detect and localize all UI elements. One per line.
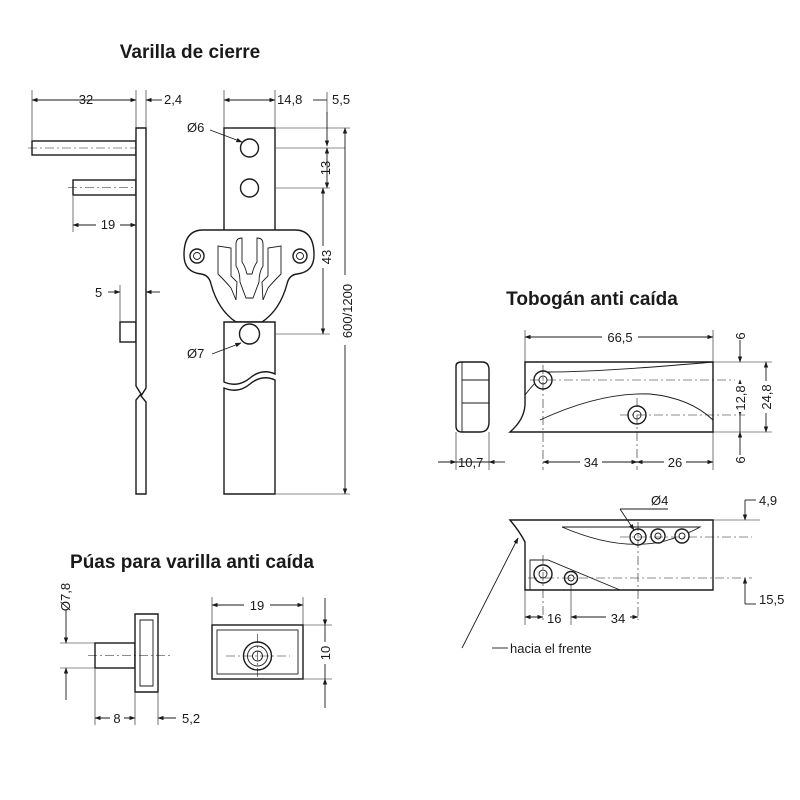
hole-d6-top bbox=[239, 138, 260, 158]
dim-5-2: 5,2 bbox=[182, 711, 200, 726]
varilla-front-view bbox=[183, 127, 315, 495]
tobogan-side-dims: 66,5 6 12,8 6 24,8 10,7 34 26 bbox=[438, 328, 774, 470]
tobogan-end-cap bbox=[455, 361, 490, 433]
hole-d6-second bbox=[239, 178, 260, 198]
dim-15-5: 15,5 bbox=[759, 592, 784, 607]
dim-4-9: 4,9 bbox=[759, 493, 777, 508]
dim-24-8: 24,8 bbox=[759, 384, 774, 409]
hole-right bbox=[674, 528, 690, 544]
dim-16: 16 bbox=[547, 611, 561, 626]
bracket bbox=[183, 229, 315, 323]
dim-34-top: 34 bbox=[584, 455, 598, 470]
dim-34-bottom: 34 bbox=[611, 611, 625, 626]
puas-head bbox=[134, 613, 159, 693]
puas-front-view bbox=[211, 624, 304, 680]
lower-bar bbox=[223, 377, 276, 495]
dim-d7-8: Ø7,8 bbox=[58, 583, 73, 611]
slot-center bbox=[235, 237, 264, 299]
dim-d7: Ø7 bbox=[187, 346, 204, 361]
side-view-dims: 32 2,4 19 5 bbox=[31, 90, 182, 322]
dim-5: 5 bbox=[95, 285, 102, 300]
note-hacia-el-frente: hacia el frente bbox=[510, 641, 592, 656]
front-view-dims: 14,8 5,5 Ø6 Ø7 13 43 600/1200 bbox=[187, 90, 355, 495]
tobogan-bottom-view bbox=[508, 519, 752, 620]
middle-bar bbox=[223, 321, 276, 385]
bracket-hole-left bbox=[189, 248, 205, 264]
title-tobogan: Tobogán anti caída bbox=[506, 289, 678, 310]
dim-2-4: 2,4 bbox=[164, 92, 182, 107]
dim-13: 13 bbox=[318, 161, 333, 175]
dim-8: 8 bbox=[113, 711, 120, 726]
dim-10-7: 10,7 bbox=[458, 455, 483, 470]
slot-left bbox=[217, 245, 238, 301]
tobogan-bottom-dims: Ø4 4,9 15,5 16 34 hacia el frente bbox=[461, 493, 784, 656]
dim-6-bottom: 6 bbox=[733, 456, 748, 463]
dim-26: 26 bbox=[668, 455, 682, 470]
dim-6-top: 6 bbox=[733, 332, 748, 339]
dim-d6: Ø6 bbox=[187, 120, 204, 135]
varilla-side-view bbox=[28, 127, 147, 495]
slide-ramp-lower bbox=[529, 559, 621, 591]
dim-43: 43 bbox=[319, 250, 334, 264]
end-cap bbox=[455, 361, 490, 433]
dim-12-8: 12,8 bbox=[733, 385, 748, 410]
puas-side-view bbox=[88, 613, 170, 693]
dim-32: 32 bbox=[79, 92, 93, 107]
dim-600-1200: 600/1200 bbox=[340, 284, 355, 338]
dim-5-5: 5,5 bbox=[332, 92, 350, 107]
dim-puas-19: 19 bbox=[250, 598, 264, 613]
hole-mid bbox=[650, 528, 666, 544]
puas-front-dims: 19 10 bbox=[211, 596, 333, 708]
slide-ramp-upper bbox=[561, 526, 702, 545]
dim-66-5: 66,5 bbox=[607, 330, 632, 345]
puas-side-dims: Ø7,8 8 5,2 bbox=[58, 583, 200, 726]
side-plate bbox=[135, 127, 147, 495]
slide-ramp-bottom bbox=[539, 393, 714, 421]
dim-d4: Ø4 bbox=[651, 493, 668, 508]
slot-right bbox=[261, 245, 282, 301]
bracket-hole-right bbox=[292, 248, 308, 264]
dim-19: 19 bbox=[101, 217, 115, 232]
dim-10: 10 bbox=[318, 646, 333, 660]
side-tab bbox=[119, 321, 137, 343]
hole-d7 bbox=[238, 323, 261, 345]
tobogan-side-view bbox=[508, 361, 745, 470]
dim-14-8: 14,8 bbox=[277, 92, 302, 107]
title-puas: Púas para varilla anti caída bbox=[70, 552, 314, 573]
title-varilla-de-cierre: Varilla de cierre bbox=[120, 42, 261, 63]
